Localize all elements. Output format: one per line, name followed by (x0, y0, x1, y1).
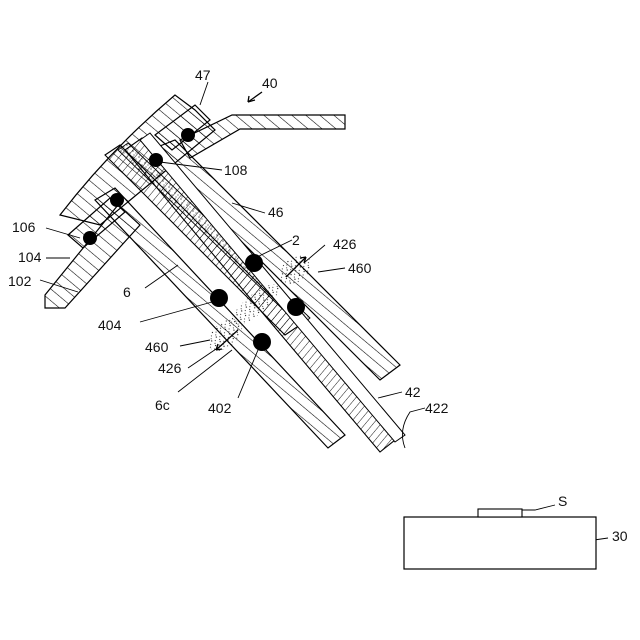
label-404: 404 (98, 317, 122, 333)
label-422: 422 (425, 400, 449, 416)
label-426-upper: 426 (333, 236, 357, 252)
label-460-upper: 460 (348, 260, 372, 276)
label-46: 46 (268, 204, 284, 220)
label-6: 6 (123, 284, 131, 300)
label-402: 402 (208, 400, 232, 416)
stage-30 (404, 509, 596, 569)
label-426-lower: 426 (158, 360, 182, 376)
label-102: 102 (8, 273, 32, 289)
label-104: 104 (18, 249, 42, 265)
label-s: S (558, 493, 567, 509)
label-106: 106 (12, 219, 36, 235)
label-460-lower: 460 (145, 339, 169, 355)
label-6c: 6c (155, 397, 170, 413)
label-47: 47 (195, 67, 211, 83)
label-30: 30 (612, 528, 628, 544)
label-2: 2 (292, 232, 300, 248)
label-42: 42 (405, 384, 421, 400)
label-40: 40 (262, 75, 278, 91)
label-108: 108 (224, 162, 248, 178)
